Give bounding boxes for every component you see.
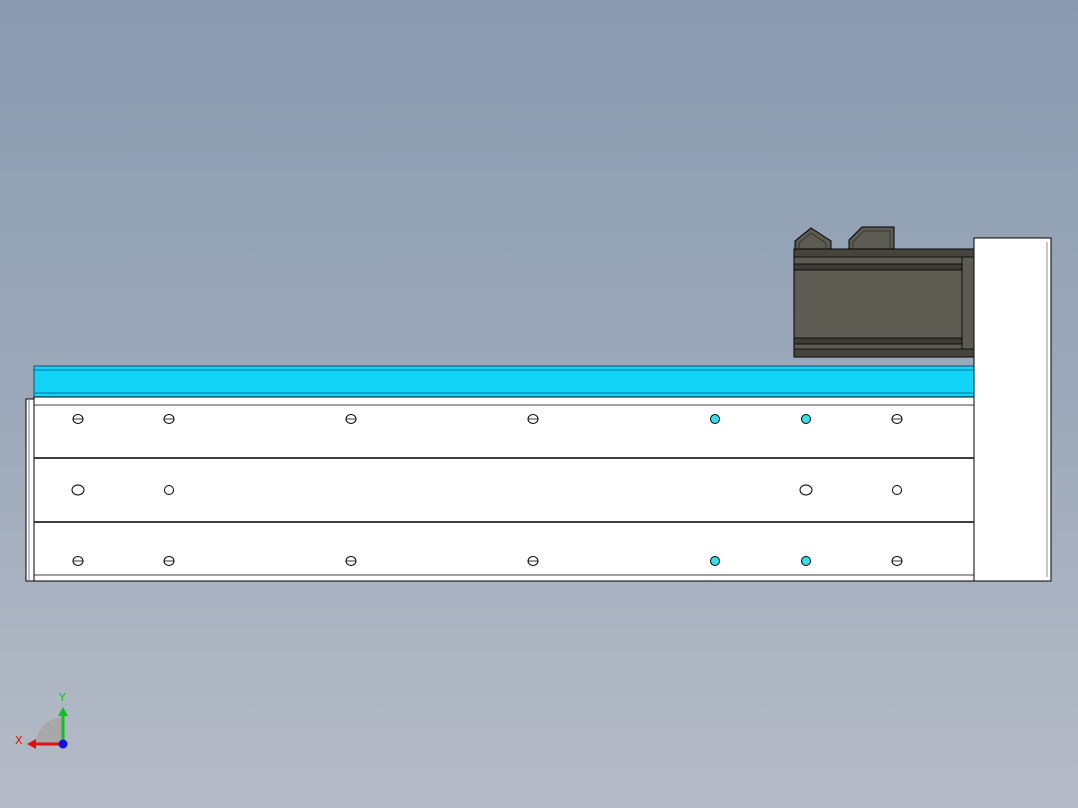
mounting-hole (892, 485, 902, 495)
z-axis-dot (58, 739, 68, 749)
x-axis-label: X (15, 734, 23, 747)
mounting-hole (799, 484, 813, 496)
coordinate-triad[interactable]: X Y (15, 691, 68, 749)
mounting-holes (71, 414, 903, 566)
motor-connector-left (794, 227, 832, 250)
mounting-hole (710, 556, 720, 566)
y-axis-label: Y (58, 691, 66, 704)
actuator-body (33, 396, 975, 582)
mounting-hole (71, 484, 85, 496)
mounting-hole (164, 485, 174, 495)
motor-connector-right (848, 226, 895, 250)
linear-rail (33, 365, 975, 398)
mounting-hole (801, 414, 811, 424)
mounting-hole (801, 556, 811, 566)
mounting-hole (710, 414, 720, 424)
stepper-motor (793, 226, 975, 358)
motor-end-housing (973, 237, 1052, 582)
triad-plane-shading (36, 717, 63, 744)
